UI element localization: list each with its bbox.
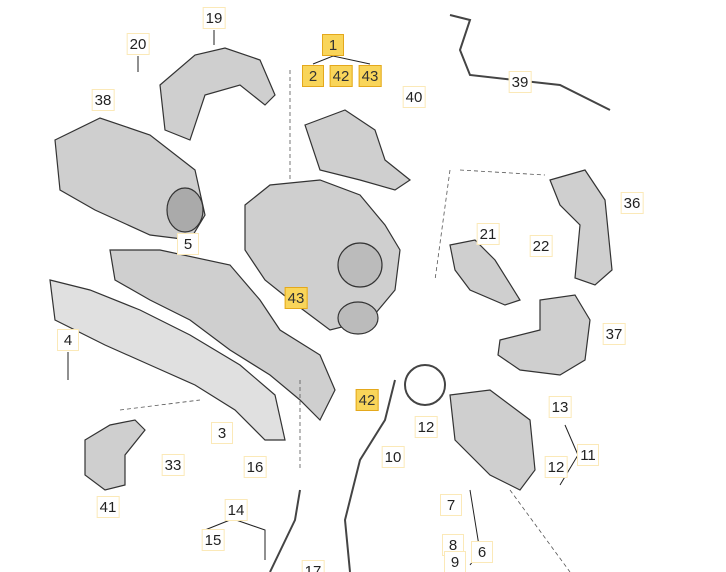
dashed-leader-line: [459, 169, 546, 176]
part-label-5[interactable]: 5: [177, 233, 199, 255]
part-label-20[interactable]: 20: [126, 33, 150, 55]
part-label-1[interactable]: 1: [322, 34, 344, 56]
part-label-6[interactable]: 6: [471, 541, 493, 563]
part-label-43[interactable]: 43: [358, 65, 382, 87]
part-label-33[interactable]: 33: [161, 454, 185, 476]
part-label-21[interactable]: 21: [476, 223, 500, 245]
part-label-38[interactable]: 38: [91, 89, 115, 111]
part-label-41[interactable]: 41: [96, 496, 120, 518]
elbow-pipe-part: [497, 294, 591, 376]
part-label-15[interactable]: 15: [201, 529, 225, 551]
part-label-12[interactable]: 12: [414, 416, 438, 438]
part-label-4[interactable]: 4: [57, 329, 79, 351]
gasket-part: [49, 279, 286, 441]
part-label-43-lower[interactable]: 43: [284, 287, 308, 309]
label-bracket-line: [204, 519, 266, 560]
part-label-37[interactable]: 37: [602, 323, 626, 345]
bracket-part: [449, 239, 521, 306]
part-label-42-lower[interactable]: 42: [355, 389, 379, 411]
part-label-22[interactable]: 22: [529, 235, 553, 257]
actuator-part: [304, 109, 412, 191]
filter-housing-part: [449, 389, 536, 491]
oil-line-39: [449, 14, 611, 111]
part-label-3[interactable]: 3: [211, 422, 233, 444]
part-label-9[interactable]: 9: [444, 551, 466, 572]
part-label-39[interactable]: 39: [508, 71, 532, 93]
support-bracket-part: [84, 419, 146, 491]
heat-shield-part: [159, 47, 276, 141]
part-label-36[interactable]: 36: [620, 192, 644, 214]
part-label-40[interactable]: 40: [402, 86, 426, 108]
part-label-19[interactable]: 19: [202, 7, 226, 29]
exhaust-manifold-part: [109, 249, 336, 422]
o-ring-12: [404, 364, 446, 406]
part-label-17[interactable]: 17: [301, 560, 325, 572]
part-label-16[interactable]: 16: [243, 456, 267, 478]
part-label-14[interactable]: 14: [224, 499, 248, 521]
part-label-12-lower[interactable]: 12: [544, 456, 568, 478]
part-label-10[interactable]: 10: [381, 446, 405, 468]
dashed-leader-line: [119, 399, 201, 411]
oil-pipe-14: [269, 489, 301, 572]
part-label-2[interactable]: 2: [302, 65, 324, 87]
label-bracket-line: [312, 55, 371, 65]
part-label-42[interactable]: 42: [329, 65, 353, 87]
turbo-inlet: [337, 242, 383, 288]
intake-pipe-part: [549, 169, 613, 286]
oil-line-15: [343, 379, 396, 572]
turbo-outlet: [337, 301, 379, 335]
converter-outlet: [166, 187, 204, 233]
turbocharger-part: [244, 179, 401, 331]
part-label-13[interactable]: 13: [548, 396, 572, 418]
part-label-7[interactable]: 7: [440, 494, 462, 516]
dashed-leader-line: [434, 169, 451, 281]
part-label-11[interactable]: 11: [577, 444, 599, 466]
dashed-leader-line: [509, 489, 571, 572]
